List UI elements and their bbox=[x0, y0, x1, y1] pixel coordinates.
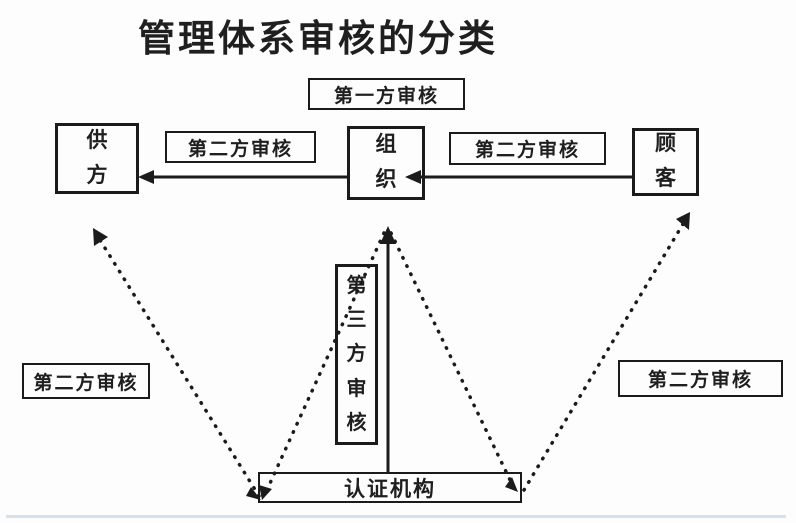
second-party-audit-bottom-right-label: 第二方审核 bbox=[618, 360, 783, 397]
second-party-audit-bottom-left-label: 第二方审核 bbox=[22, 363, 150, 399]
supplier-label: 供方 bbox=[86, 128, 108, 187]
first-party-audit-label: 第一方审核 bbox=[308, 78, 465, 110]
organization-box: 组织 bbox=[347, 126, 425, 200]
organization-label: 组织 bbox=[375, 133, 397, 191]
bottom-divider bbox=[6, 515, 786, 518]
third-party-audit-label: 第三方审核 bbox=[346, 274, 367, 435]
second-party-audit-top-right-label: 第二方审核 bbox=[449, 132, 606, 165]
arrow-certification-to-organization bbox=[380, 226, 396, 472]
second-party-audit-top-left-label: 第二方审核 bbox=[165, 131, 316, 163]
arrow-organization-to-supplier bbox=[138, 170, 347, 184]
certification-body-box: 认证机构 bbox=[258, 472, 522, 503]
arrow-customer-to-organization bbox=[405, 170, 632, 184]
customer-box: 顾客 bbox=[632, 128, 699, 196]
dotted-line-organization-to-certification-right bbox=[389, 231, 518, 492]
customer-label: 顾客 bbox=[655, 132, 676, 190]
supplier-box: 供方 bbox=[55, 123, 139, 194]
page-title: 管理体系审核的分类 bbox=[138, 18, 498, 59]
third-party-audit-box: 第三方审核 bbox=[335, 264, 378, 445]
dotted-arrow-certification-to-customer bbox=[522, 212, 690, 492]
